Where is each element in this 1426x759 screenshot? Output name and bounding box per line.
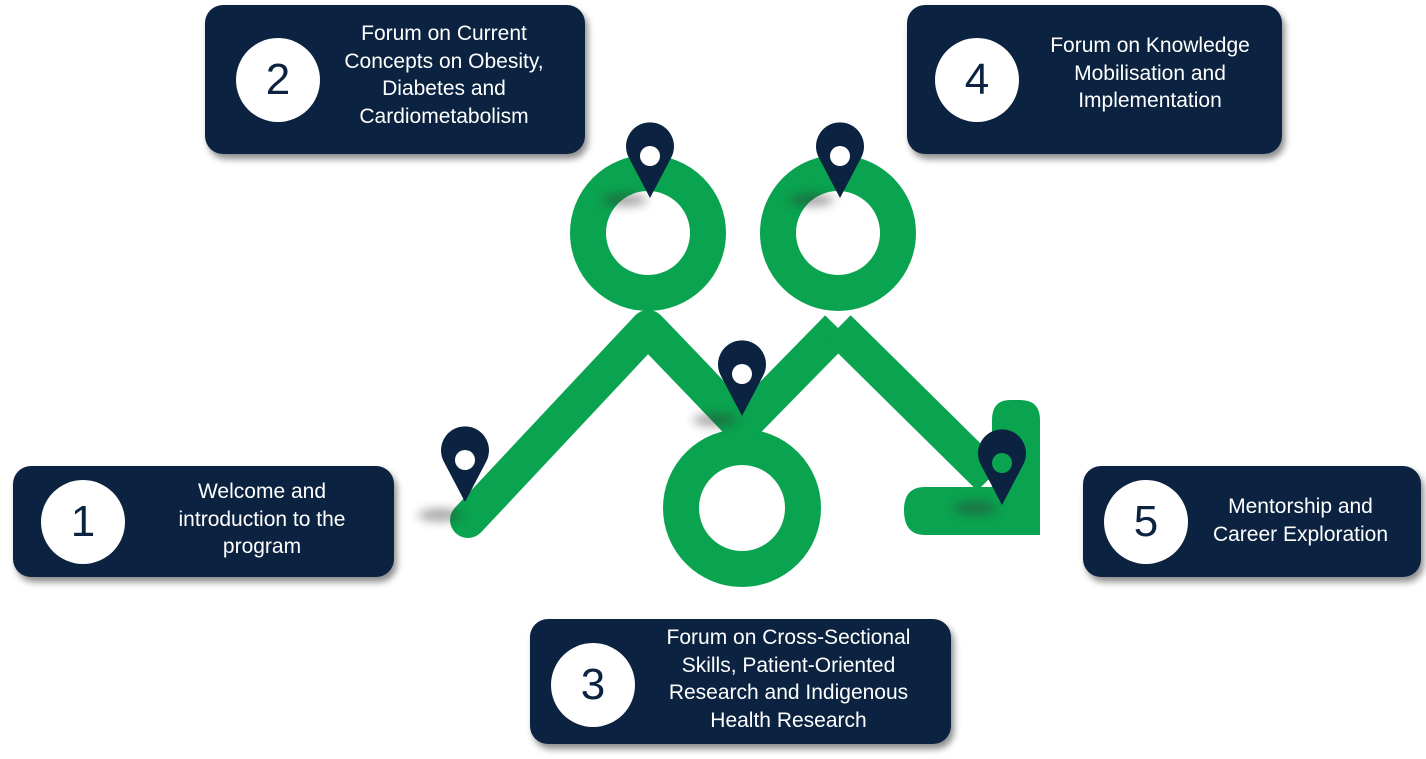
stage-title: Forum on Current Concepts on Obesity, Di… (344, 22, 544, 128)
stage-card-4: 4 Forum on Knowledge Mobilisation and Im… (907, 5, 1282, 154)
pin-shadow (693, 414, 737, 426)
stage-number-circle: 3 (551, 643, 635, 727)
stage-number-circle: 2 (236, 38, 320, 122)
stage-card-2: 2 Forum on Current Concepts on Obesity, … (205, 5, 585, 154)
path-loop-3 (663, 429, 821, 587)
pin-shadow (603, 194, 647, 206)
stage-number-circle: 5 (1104, 480, 1188, 564)
stage-card-5: 5 Mentorship and Career Exploration (1083, 466, 1421, 577)
map-pin-icon (626, 122, 674, 198)
path-strand-cross (635, 315, 713, 395)
pin-shadow (418, 509, 462, 521)
stage-title: Forum on Cross-Sectional Skills, Patient… (666, 626, 911, 732)
stage-title: Mentorship and Career Exploration (1212, 495, 1389, 546)
map-pin-icon (718, 340, 766, 416)
path-strand-mid (729, 315, 851, 439)
map-pin-icon (441, 426, 489, 502)
stage-title: Welcome and introduction to the program (178, 480, 346, 558)
stage-number-circle: 1 (41, 480, 125, 564)
map-pin-icon (978, 429, 1026, 505)
stage-card-3: 3 Forum on Cross-Sectional Skills, Patie… (530, 619, 951, 744)
map-pin-icon (816, 122, 864, 198)
stage-number-circle: 4 (935, 38, 1019, 122)
pin-shadow (790, 194, 834, 206)
pin-shadow (953, 502, 997, 514)
stage-title: Forum on Knowledge Mobilisation and Impl… (1050, 34, 1250, 112)
path-strand-end (825, 315, 1003, 491)
map-pins (441, 122, 1026, 505)
pin-shadows (418, 194, 997, 521)
stage-card-1: 1 Welcome and introduction to the progra… (13, 466, 394, 577)
